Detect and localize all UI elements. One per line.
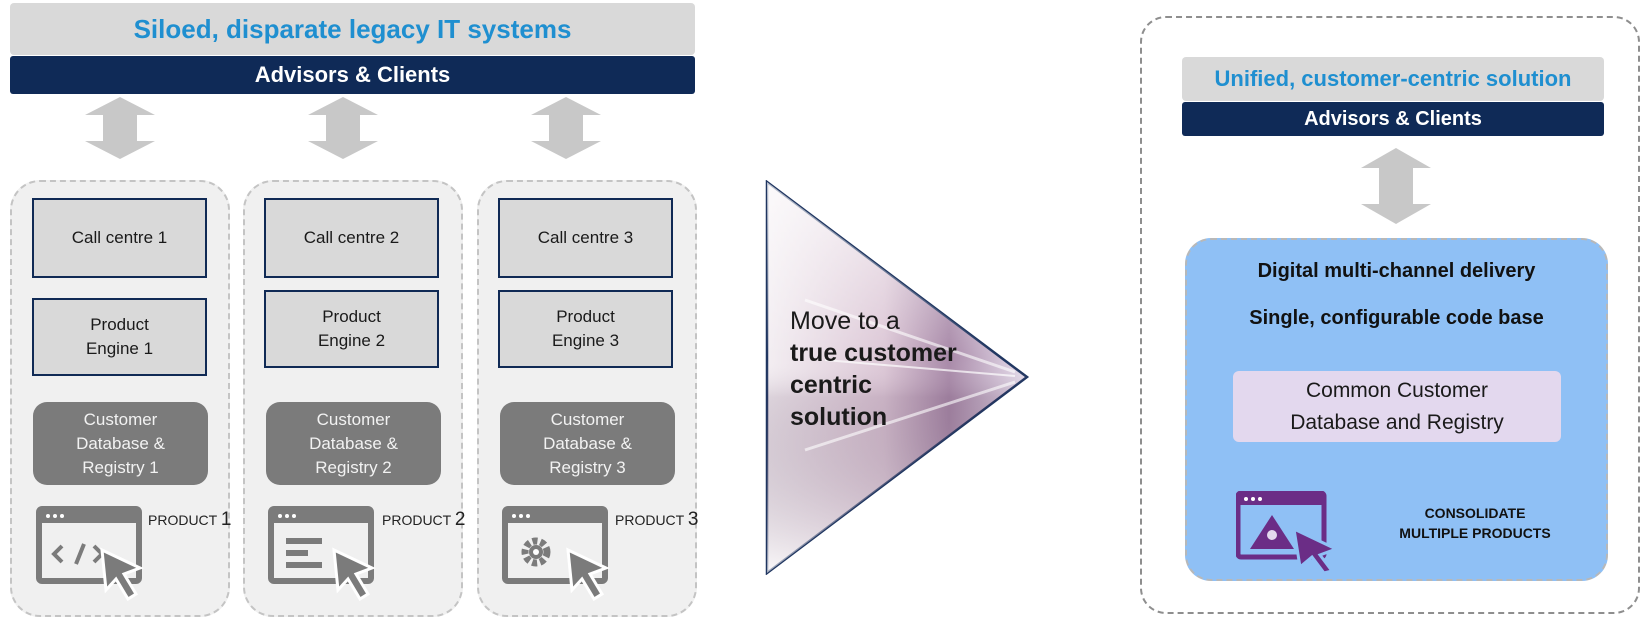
engine-line-1: Product bbox=[90, 315, 149, 334]
product-label-text: PRODUCT bbox=[382, 512, 451, 528]
panel-line-codebase: Single, configurable code base bbox=[1249, 306, 1544, 329]
engine-line-1: Product bbox=[322, 307, 381, 326]
product-number: 1 bbox=[220, 509, 232, 530]
db-line-1: Customer bbox=[316, 409, 391, 429]
product-label: PRODUCT 1 bbox=[148, 509, 231, 531]
engine-line-1: Product bbox=[556, 307, 615, 326]
product-number: 3 bbox=[687, 509, 699, 530]
caption-line-2: true customer bbox=[790, 339, 957, 367]
engine-line-2: Engine 3 bbox=[551, 331, 620, 350]
double-arrow-icon bbox=[308, 97, 378, 159]
code-window-cursor-icon bbox=[36, 506, 146, 601]
product-engine-box: Product Engine 2 bbox=[264, 290, 439, 368]
unified-title: Unified, customer-centric solution bbox=[1182, 57, 1604, 101]
db-line-3: Registry 2 bbox=[315, 457, 392, 477]
transition-arrow-icon bbox=[765, 180, 1030, 575]
legacy-title: Siloed, disparate legacy IT systems bbox=[10, 3, 695, 55]
caption-line-3: centric bbox=[790, 371, 872, 399]
gear-window-cursor-icon bbox=[502, 506, 612, 601]
advisors-clients-bar: Advisors & Clients bbox=[1182, 102, 1604, 136]
text-window-cursor-icon bbox=[268, 506, 378, 601]
customer-database-box: Customer Database & Registry 1 bbox=[33, 402, 208, 485]
call-centre-box: Call centre 1 bbox=[32, 198, 207, 278]
common-line-2: Database and Registry bbox=[1290, 410, 1504, 434]
customer-database-box: Customer Database & Registry 2 bbox=[266, 402, 441, 485]
db-line-1: Customer bbox=[83, 409, 158, 429]
caption-line-4: solution bbox=[790, 403, 888, 431]
db-line-3: Registry 3 bbox=[549, 457, 626, 477]
product-label-text: PRODUCT bbox=[148, 512, 217, 528]
call-centre-box: Call centre 2 bbox=[264, 198, 439, 278]
double-arrow-icon bbox=[1361, 148, 1431, 224]
product-engine-box: Product Engine 1 bbox=[32, 298, 207, 376]
call-centre-box: Call centre 3 bbox=[498, 198, 673, 278]
common-line-1: Common Customer bbox=[1305, 378, 1489, 402]
product-label: PRODUCT 3 bbox=[615, 509, 698, 531]
db-line-2: Database & bbox=[543, 433, 632, 453]
unified-frame bbox=[1140, 16, 1640, 614]
caption-line-1: Move to a bbox=[790, 307, 900, 335]
advisors-clients-bar: Advisors & Clients bbox=[10, 56, 695, 94]
consolidate-label: CONSOLIDATE MULTIPLE PRODUCTS bbox=[1370, 503, 1580, 543]
double-arrow-icon bbox=[85, 97, 155, 159]
product-label-text: PRODUCT bbox=[615, 512, 684, 528]
puzzle-window-cursor-icon bbox=[1236, 491, 1348, 573]
engine-line-2: Engine 1 bbox=[85, 339, 154, 358]
panel-line-delivery: Digital multi-channel delivery bbox=[1257, 259, 1536, 282]
db-line-3: Registry 1 bbox=[82, 457, 159, 477]
engine-line-2: Engine 2 bbox=[317, 331, 386, 350]
db-line-2: Database & bbox=[76, 433, 165, 453]
product-label: PRODUCT 2 bbox=[382, 509, 465, 531]
product-number: 2 bbox=[454, 509, 466, 530]
common-database-box: Common Customer Database and Registry bbox=[1233, 371, 1561, 442]
customer-database-box: Customer Database & Registry 3 bbox=[500, 402, 675, 485]
double-arrow-icon bbox=[531, 97, 601, 159]
consolidate-line-1: CONSOLIDATE bbox=[1424, 505, 1526, 521]
db-line-2: Database & bbox=[309, 433, 398, 453]
db-line-1: Customer bbox=[550, 409, 625, 429]
product-engine-box: Product Engine 3 bbox=[498, 290, 673, 368]
transition-caption: Move to a true customer centric solution bbox=[790, 305, 1005, 433]
consolidate-line-2: MULTIPLE PRODUCTS bbox=[1399, 525, 1551, 541]
